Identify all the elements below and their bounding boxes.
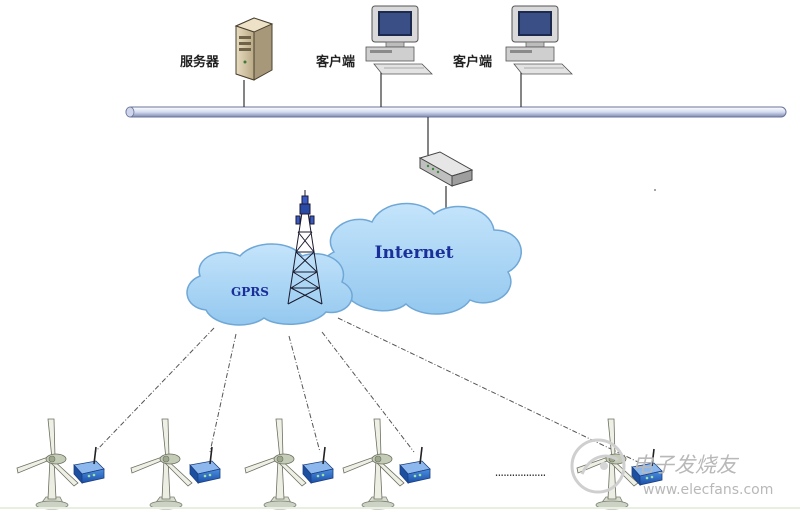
terminal-4[interactable] <box>342 418 431 510</box>
terminal-1[interactable] <box>16 418 105 510</box>
router-icon[interactable] <box>418 151 474 187</box>
client-pc-icon-2[interactable] <box>505 5 573 75</box>
gprs-label: GPRS <box>231 285 269 299</box>
watermark-en: www.elecfans.com <box>643 482 773 498</box>
gprs-modem-icon <box>73 446 105 484</box>
gprs-modem-icon <box>302 446 334 484</box>
terminal-ellipsis: .................. <box>495 465 546 479</box>
terminal-3[interactable] <box>244 418 334 510</box>
cell-tower-icon <box>287 190 323 305</box>
terminal-2[interactable] <box>130 418 221 510</box>
client-pc-icon-1[interactable] <box>365 5 433 75</box>
watermark-cn: 电子发烧友 <box>632 453 740 477</box>
server-icon[interactable] <box>234 17 274 81</box>
gprs-modem-icon <box>399 446 431 484</box>
wind-turbine-icon <box>342 418 405 510</box>
wind-turbine-icon <box>130 418 193 510</box>
wind-turbine-icon <box>576 418 639 510</box>
client-label-1: 客户端 <box>316 54 355 70</box>
internet-label: Internet <box>375 243 454 263</box>
gprs-cloud <box>186 243 353 326</box>
internet-cloud <box>319 202 522 315</box>
wind-turbine-icon <box>16 418 79 510</box>
client-label-2: 客户端 <box>453 54 492 70</box>
watermark: 电子发烧友 www.elecfans.com <box>570 438 773 498</box>
server-label: 服务器 <box>180 54 220 70</box>
lan-bus <box>125 106 787 118</box>
wireless-links <box>94 317 639 463</box>
wind-turbine-icon <box>244 418 307 510</box>
bus-drop-lines <box>243 70 522 214</box>
stray-dot <box>654 189 656 191</box>
gprs-modem-icon <box>189 446 221 484</box>
